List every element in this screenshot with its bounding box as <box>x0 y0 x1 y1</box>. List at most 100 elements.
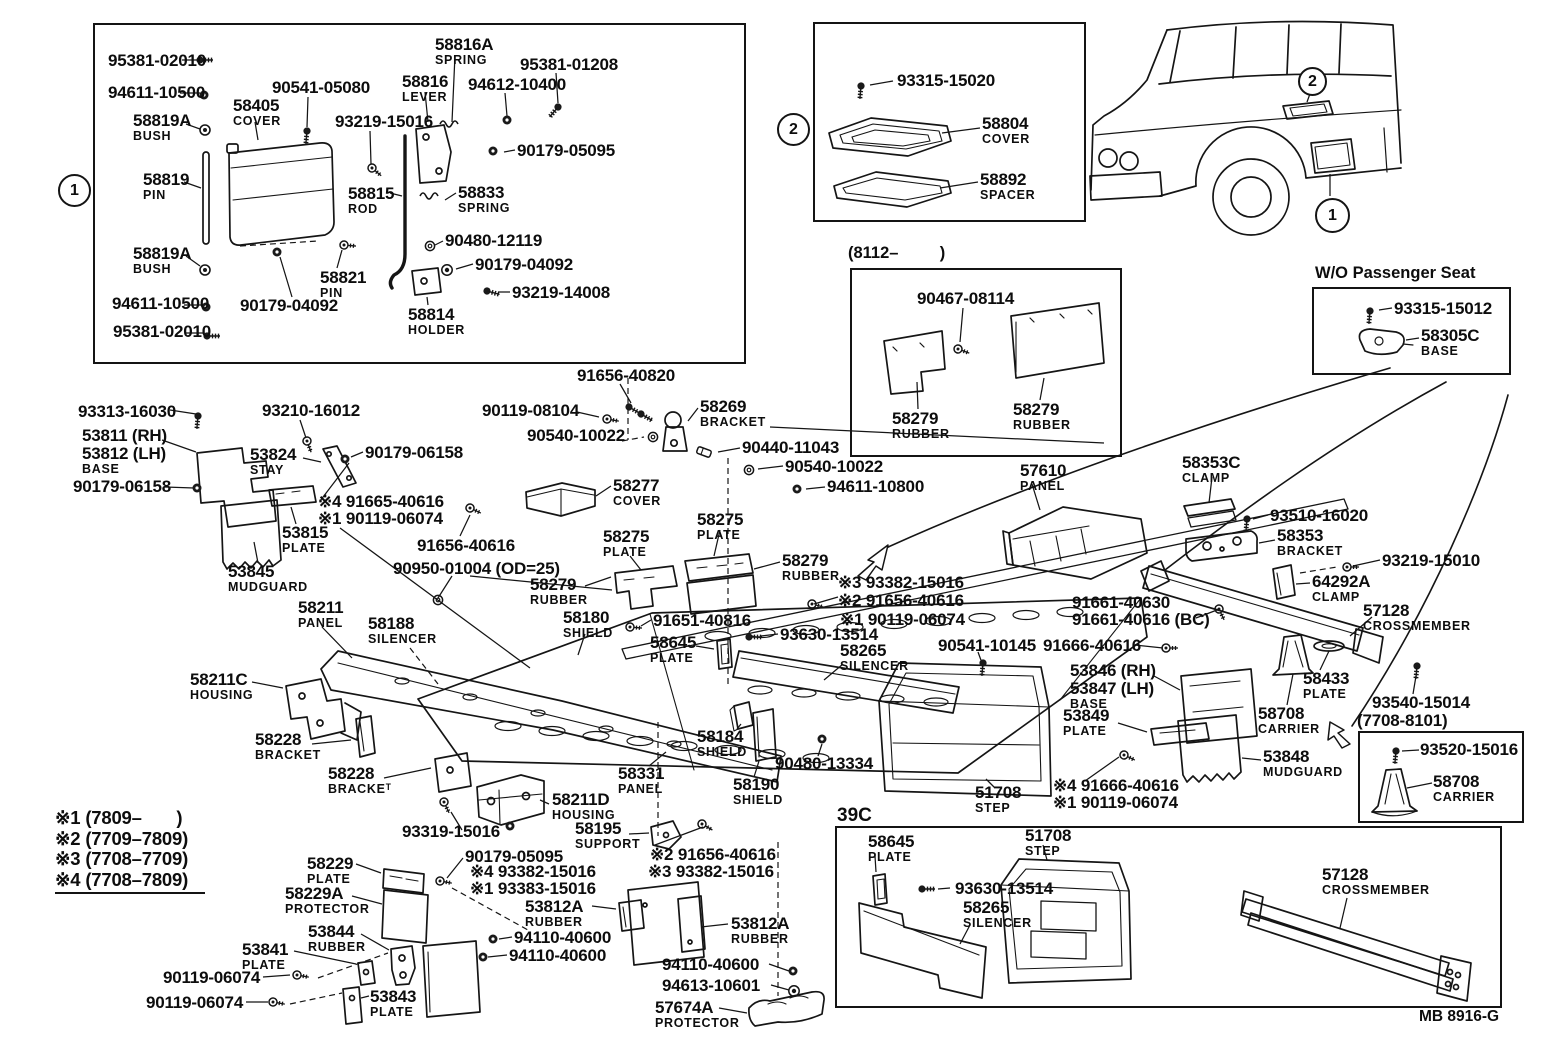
part-number: 58228 <box>255 730 302 749</box>
part-number: 58228 <box>328 764 375 783</box>
part-descriptor: BUSH <box>133 262 172 276</box>
part-number: 93219-15010 <box>1382 551 1481 570</box>
part-number: 58353 <box>1277 526 1324 545</box>
part-number: 58265 <box>840 641 887 660</box>
part-number: 58645 <box>650 633 697 652</box>
part-label: 90179-06158 <box>73 478 171 495</box>
part-label: 93219-15016 <box>335 113 433 130</box>
part-descriptor: ROD <box>348 202 378 216</box>
part-number: 51708 <box>1025 826 1072 845</box>
part-number: 58229 <box>307 854 354 873</box>
section-39c-label: 39C <box>837 805 872 826</box>
part-descriptor: BUSH <box>133 129 172 143</box>
part-number: 90179-05095 <box>465 847 564 866</box>
part-label: ※3 93382-15016 <box>648 863 774 880</box>
part-label: 93540-15014 <box>1372 694 1470 711</box>
part-label: 90950-01004 (OD=25) <box>393 560 560 577</box>
part-number: 90179-05095 <box>517 141 616 160</box>
part-label: 90467-08114 <box>917 290 1014 307</box>
part-label: 90541-10145 <box>938 637 1036 654</box>
part-descriptor: BRACKET <box>700 415 767 429</box>
part-label: 90480-13334 <box>775 755 873 772</box>
part-number: 58433 <box>1303 669 1350 688</box>
part-label: 90119-08104 <box>482 402 579 419</box>
part-number: 51708 <box>975 783 1022 802</box>
inset-box-39c <box>835 826 1502 1008</box>
part-number: 58277 <box>613 476 660 495</box>
part-label: 93510-16020 <box>1270 507 1368 524</box>
part-number: 58814 <box>408 305 455 324</box>
part-number: 53812A <box>731 914 790 933</box>
part-number: 53812A <box>525 897 584 916</box>
part-number: ※1 90119-06074 <box>318 509 443 528</box>
part-descriptor: HOLDER <box>408 323 465 337</box>
part-label: 90179-05095 <box>517 142 615 159</box>
part-descriptor: PIN <box>320 286 343 300</box>
part-number: 94110-40600 <box>514 928 612 947</box>
part-number: 58279 <box>530 575 577 594</box>
part-descriptor: PLATE <box>697 528 741 542</box>
part-number: 58279 <box>1013 400 1060 419</box>
part-number: 90179-04092 <box>475 255 574 274</box>
part-number: 90480-13334 <box>775 754 874 773</box>
part-label: ※1 93383-15016 <box>470 880 596 897</box>
legend-underline <box>55 892 205 894</box>
legend-item: ※3 (7708–7709) <box>55 848 189 869</box>
part-label: ※4 93382-15016 <box>470 863 596 880</box>
part-descriptor: PANEL <box>618 782 663 796</box>
part-descriptor: SILENCER <box>840 659 909 673</box>
part-descriptor: HOUSING <box>552 808 616 822</box>
part-descriptor: PLATE <box>603 545 647 559</box>
part-label: 53812 (LH)BASE <box>82 445 166 476</box>
part-label: 91656-40820 <box>577 367 675 384</box>
part-number: 91656-40616 <box>417 536 516 555</box>
part-number: 58804 <box>982 114 1029 133</box>
part-number: 94611-10800 <box>827 477 925 496</box>
part-label: 95381-02010 <box>108 52 206 69</box>
part-descriptor: BRACKEᵀ <box>328 782 392 796</box>
part-descriptor: SPRING <box>458 201 511 215</box>
part-label: ※4 91666-40616 <box>1053 777 1179 794</box>
inset-box-carrier <box>1358 731 1524 823</box>
callout-1: 1 <box>1315 198 1350 233</box>
part-number: 58195 <box>575 819 622 838</box>
part-number: 53843 <box>370 987 417 1006</box>
part-label: 95381-02010 <box>113 323 211 340</box>
part-number: 91666-40616 <box>1043 636 1142 655</box>
part-number: 90541-05080 <box>272 78 371 97</box>
part-label: 90540-10022 <box>785 458 883 475</box>
part-number: ※2 91656-40616 <box>838 591 964 610</box>
part-label: 94612-10400 <box>468 76 566 93</box>
part-descriptor: COVER <box>233 114 281 128</box>
part-number: 53815 <box>282 523 329 542</box>
part-number: 53848 <box>1263 747 1310 766</box>
part-descriptor: PLATE <box>370 1005 414 1019</box>
part-label: 93630-13514 <box>780 626 878 643</box>
part-label: 93319-15016 <box>402 823 500 840</box>
part-number: ※1 93383-15016 <box>470 879 596 898</box>
part-label: ※1 90119-06074 <box>1053 794 1178 811</box>
part-number: 94612-10400 <box>468 75 567 94</box>
part-number: 58645 <box>868 832 915 851</box>
part-descriptor: RUBBER <box>782 569 840 583</box>
part-descriptor: PANEL <box>1020 479 1065 493</box>
